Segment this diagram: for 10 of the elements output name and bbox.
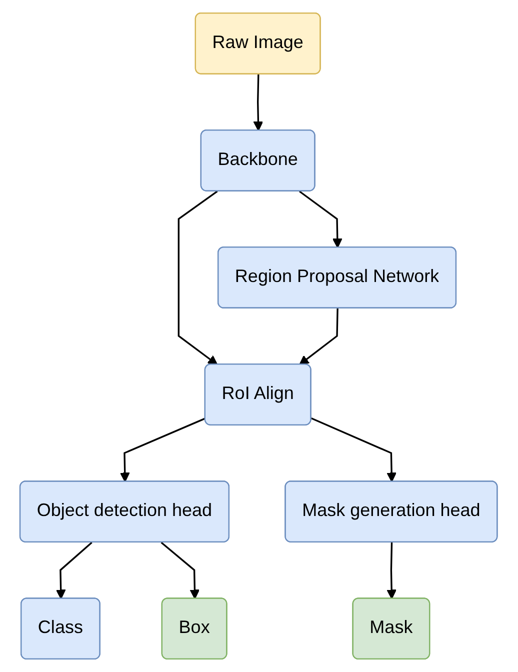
arrow — [120, 418, 206, 482]
arrow — [161, 542, 200, 600]
arrow — [299, 308, 339, 366]
arrow — [254, 74, 264, 132]
arrow — [311, 418, 397, 482]
arrow — [178, 190, 218, 366]
flowchart: Raw Image Backbone Region Proposal Network RoI Align Object detection head Mask generation head Class Box Mask — [11, 4, 507, 668]
arrow — [387, 542, 397, 600]
arrow — [299, 190, 343, 248]
arrow — [56, 542, 93, 600]
